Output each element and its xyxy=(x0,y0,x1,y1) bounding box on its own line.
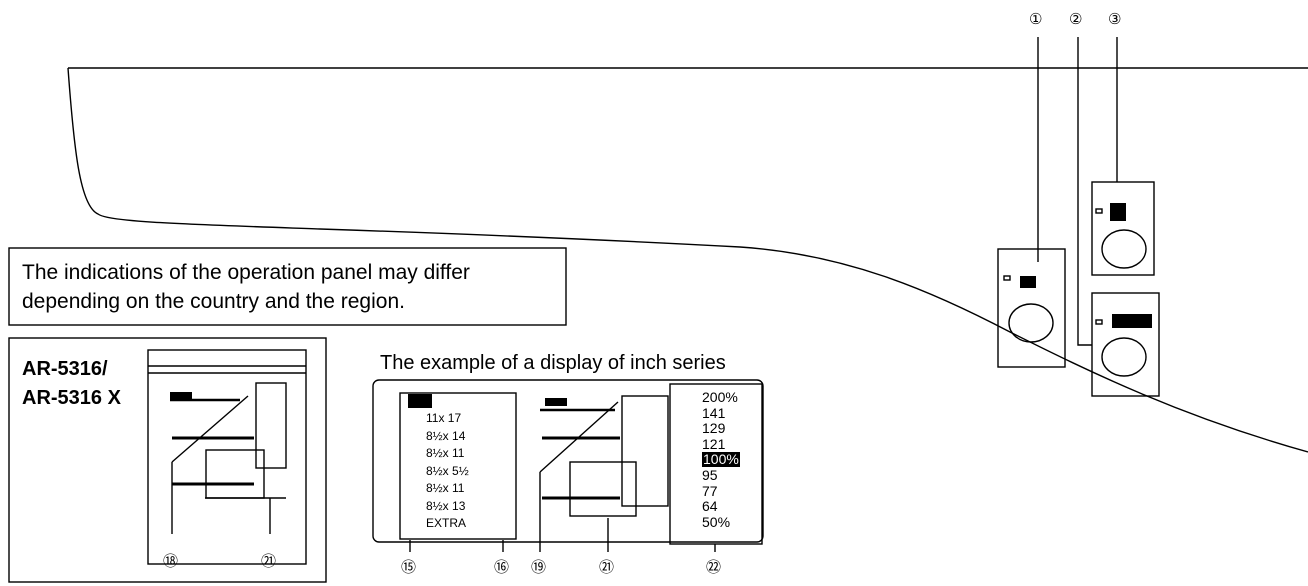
ratio-item: 95 xyxy=(702,467,718,483)
paper-size-header-icon xyxy=(408,394,432,408)
key-3-icon xyxy=(1110,203,1126,221)
paper-size-item: 8½x 11 xyxy=(426,481,465,495)
callout-16: ⑯ xyxy=(494,558,510,576)
ratio-item: 77 xyxy=(702,482,718,499)
key-1-button xyxy=(1008,303,1054,343)
model-copier-icon xyxy=(170,392,192,400)
note-box xyxy=(8,247,567,326)
paper-size-item: 8½x 14 xyxy=(426,428,466,443)
paper-size-item: 8½x 13 xyxy=(426,498,466,513)
example-caption: The example of a display of inch series xyxy=(380,352,726,374)
model-indicator-column xyxy=(255,382,287,469)
model-display xyxy=(147,349,307,565)
callout-18: ⑱ xyxy=(163,552,179,570)
key-1-icon xyxy=(1020,276,1036,288)
model-leader-18 xyxy=(171,395,249,463)
ratio-item: 121 xyxy=(702,435,726,452)
callout-1: ① xyxy=(1029,10,1043,28)
callout-2: ② xyxy=(1069,10,1083,28)
key-2-icon xyxy=(1112,314,1152,328)
key-3-led xyxy=(1095,208,1103,214)
ratio-item: 64 xyxy=(702,498,718,515)
model-label: AR-5316/ AR-5316 X xyxy=(22,358,121,409)
model-box xyxy=(8,337,327,583)
ratio-item: 200% xyxy=(702,389,738,405)
paper-size-item: 8½x 11 xyxy=(426,446,465,460)
example-tray xyxy=(569,461,637,517)
leader-2 xyxy=(1077,37,1092,346)
key-1-led xyxy=(1003,275,1011,281)
callout-3: ③ xyxy=(1108,10,1122,28)
key-2-led xyxy=(1095,319,1103,325)
callout-21a: ㉑ xyxy=(261,552,277,570)
key-box-1 xyxy=(997,248,1066,368)
paper-size-column xyxy=(399,392,517,540)
key-3-button xyxy=(1101,229,1147,269)
callout-21b: ㉑ xyxy=(599,558,615,576)
ratio-item: 50% xyxy=(702,513,731,530)
ratio-item: 100% xyxy=(702,451,740,468)
callout-22: ㉒ xyxy=(706,558,722,576)
callout-19: ⑲ xyxy=(531,558,547,576)
callout-15: ⑮ xyxy=(401,558,417,576)
key-box-2 xyxy=(1091,292,1160,397)
key-2-button xyxy=(1101,337,1147,377)
ratio-item: 129 xyxy=(702,420,726,437)
example-copier-indicators xyxy=(621,395,669,507)
ratio-item: 141 xyxy=(702,404,726,421)
example-copier-icon xyxy=(545,398,567,406)
paper-size-item: 8½x 5½ xyxy=(426,463,469,478)
example-leader-19 xyxy=(539,401,619,473)
note-text: The indications of the operation panel m… xyxy=(22,261,470,313)
panel-left-edge xyxy=(67,67,1308,453)
ratio-panel xyxy=(669,383,763,545)
example-display xyxy=(372,379,764,543)
key-box-3 xyxy=(1091,181,1155,276)
paper-size-item: EXTRA xyxy=(426,516,467,530)
paper-size-item: 11x 17 xyxy=(426,411,462,425)
